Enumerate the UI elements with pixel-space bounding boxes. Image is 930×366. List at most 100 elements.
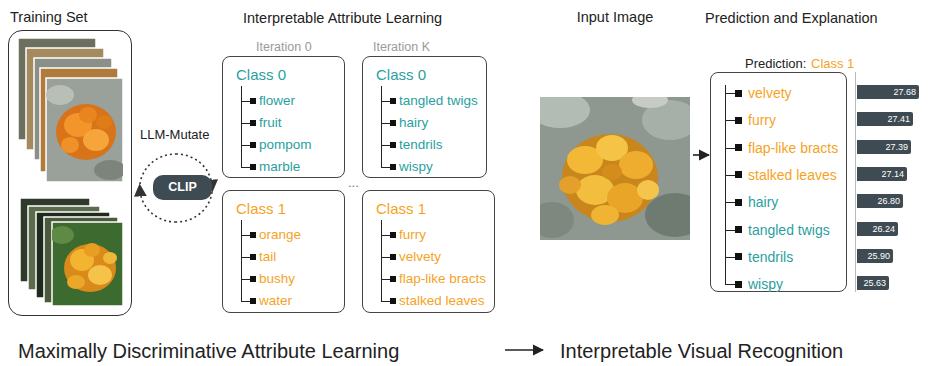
drawing-part <box>591 205 619 225</box>
bottom-arrow <box>505 349 543 351</box>
score-value: 26.80 <box>877 194 900 208</box>
attribute-text: tangled twigs <box>399 92 478 110</box>
tree-branch <box>725 120 735 121</box>
flow-arrow <box>693 154 709 156</box>
score-axis <box>855 72 856 292</box>
tree-branch <box>241 101 250 102</box>
attribute-text: tangled twigs <box>748 221 830 239</box>
score-value: 27.41 <box>887 112 910 126</box>
attribute-box: Class 1furryvelvetyflap-like bractsstalk… <box>362 190 495 313</box>
drawing-part <box>96 115 112 129</box>
bullet-square <box>390 254 396 260</box>
drawing-part <box>84 243 100 257</box>
score-bar: 27.14 <box>857 167 907 181</box>
drawing-part <box>602 164 622 180</box>
attribute-box: Class 0flowerfruitpompommarble <box>222 56 345 178</box>
tree-branch <box>381 145 390 146</box>
drawing-part <box>61 137 79 153</box>
drawing-part <box>540 97 590 128</box>
drawing-part <box>56 104 116 160</box>
tree-branch <box>241 145 250 146</box>
attribute-text: velvety <box>399 248 441 266</box>
summary-text: Interpretable Visual Recognition <box>560 339 843 363</box>
attribute-text: flower <box>259 92 295 110</box>
bullet-square <box>390 298 396 304</box>
attribute-text: tendrils <box>399 136 443 154</box>
drawing-part <box>46 85 74 105</box>
attribute-text: hairy <box>399 114 428 132</box>
score-bar: 25.63 <box>857 276 889 290</box>
bullet-square <box>735 281 742 288</box>
tree-branch <box>381 101 390 102</box>
tree-branch <box>725 257 735 258</box>
attribute-text: stalked leaves <box>748 166 837 184</box>
bullet-square <box>735 117 742 124</box>
score-value: 27.39 <box>885 140 908 154</box>
bullet-square <box>250 98 256 104</box>
tree-branch <box>241 301 250 302</box>
bullet-square <box>390 98 396 104</box>
drawing-part <box>52 226 117 292</box>
explanation-box: velvety furry flap-like bracts stalked leav… <box>710 72 847 292</box>
bullet-square <box>250 254 256 260</box>
drawing-part <box>632 97 668 108</box>
attribute-text: pompom <box>259 136 312 154</box>
bullet-square <box>390 142 396 148</box>
tree-branch <box>381 167 390 168</box>
drawing-part <box>88 265 112 285</box>
score-value: 26.24 <box>872 222 895 236</box>
bullet-square <box>735 199 742 206</box>
class-heading: Class 0 <box>376 66 426 84</box>
tree-branch <box>381 235 390 236</box>
bullet-square <box>735 144 742 151</box>
tree-branch <box>241 257 250 258</box>
attribute-text: furry <box>748 111 776 129</box>
tree-branch <box>241 235 250 236</box>
input-photo <box>540 97 690 240</box>
attribute-text: marble <box>259 158 300 176</box>
drawing-part <box>619 151 653 179</box>
attribute-box: Class 1orangetailbushywater <box>222 190 345 313</box>
attribute-text: wispy <box>399 158 433 176</box>
bullet-square <box>390 232 396 238</box>
bullet-square <box>735 171 742 178</box>
attribute-text: stalked leaves <box>399 292 485 310</box>
tree-branch <box>241 123 250 124</box>
drawing-part <box>64 244 116 292</box>
bullet-square <box>735 90 742 97</box>
clip-model-pill: CLIP <box>153 175 212 200</box>
image-heading: Input Image <box>540 8 690 26</box>
attribute-text: hairy <box>748 193 778 211</box>
bullet-square <box>390 120 396 126</box>
ellipsis-label: ... <box>348 174 359 192</box>
iteration-label: Iteration K <box>373 38 430 56</box>
class-heading: Class 0 <box>236 66 286 84</box>
tree-branch <box>725 148 735 149</box>
bullet-square <box>390 276 396 282</box>
score-bar: 27.68 <box>857 85 919 99</box>
model-name: CLIP <box>153 175 212 200</box>
bullet-square <box>735 253 742 260</box>
drawing-part <box>79 107 97 123</box>
tree-stem <box>725 85 726 285</box>
tree-branch <box>381 257 390 258</box>
score-bar: 27.41 <box>857 112 913 126</box>
drawing-part <box>103 252 117 264</box>
tree-branch <box>381 279 390 280</box>
attribute-text: velvety <box>748 84 792 102</box>
score-bar: 25.90 <box>857 249 893 263</box>
tree-stem <box>381 86 382 168</box>
score-value: 25.63 <box>863 276 886 290</box>
drawing-part <box>540 202 574 238</box>
tree-branch <box>725 284 735 285</box>
clip-loop <box>140 154 212 222</box>
tree-branch <box>381 301 390 302</box>
attribute-text: flap-like bracts <box>748 139 838 157</box>
tree-stem <box>241 86 242 168</box>
score-bar: 26.80 <box>857 194 903 208</box>
score-value: 27.14 <box>881 167 904 181</box>
drawing-part <box>559 176 581 194</box>
tree-branch <box>241 167 250 168</box>
